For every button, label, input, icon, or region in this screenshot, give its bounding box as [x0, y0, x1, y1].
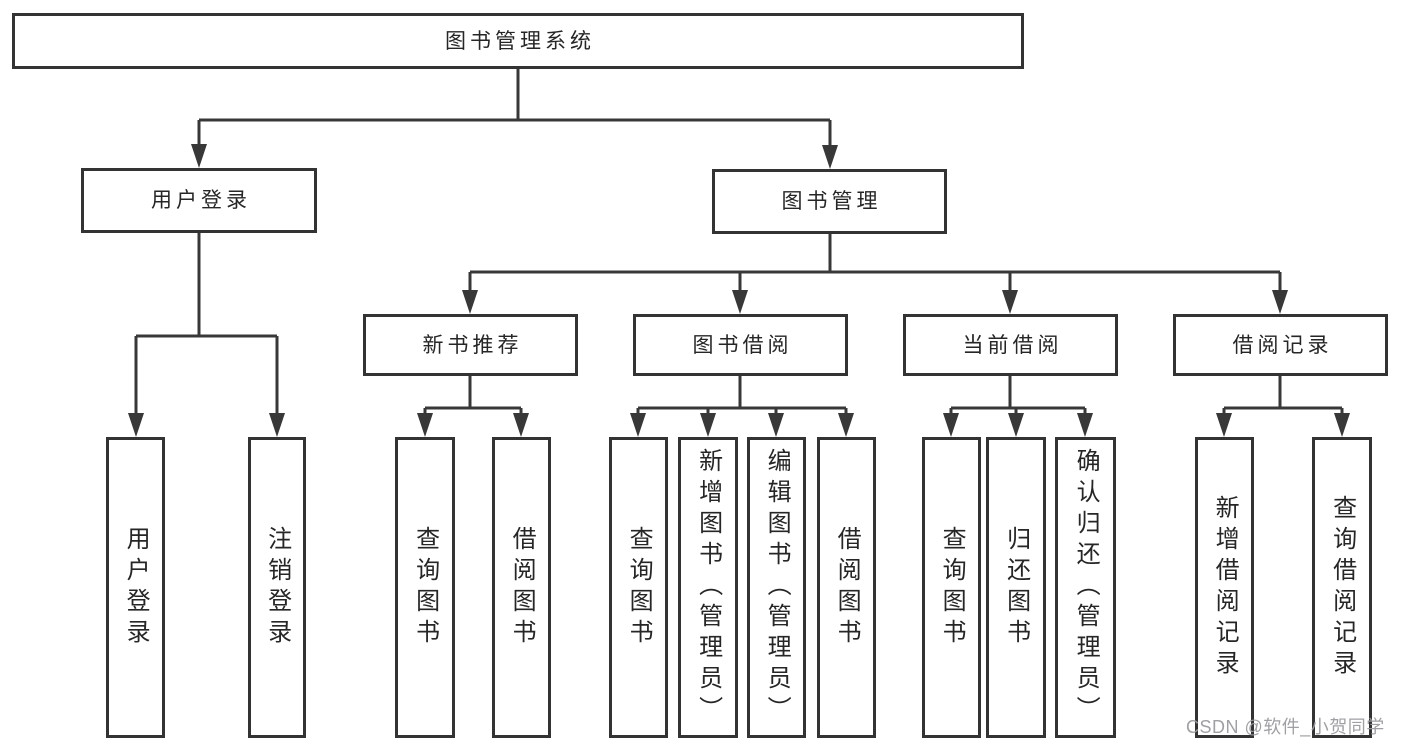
node-label: 用户登录 — [151, 189, 251, 212]
csdn-watermark: CSDN @软件_小贺同学 — [1186, 717, 1385, 737]
arrow-down-icon — [1002, 290, 1018, 314]
arrow-down-icon — [943, 413, 959, 437]
node-user-login: 用户登录 — [81, 168, 317, 233]
leaf-label: 归还图书 — [1002, 525, 1030, 650]
arrow-down-icon — [269, 413, 285, 437]
node-new-book-recommend: 新书推荐 — [363, 314, 578, 376]
arrow-down-icon — [1334, 413, 1350, 437]
leaf-label: 编辑图书（管理员） — [763, 448, 791, 727]
leaf-label: 借阅图书 — [833, 525, 861, 650]
node-label: 图书管理 — [781, 190, 882, 213]
leaf-label: 用户登录 — [122, 525, 150, 650]
leaf-label: 查询借阅记录 — [1328, 494, 1356, 681]
leaf-label: 借阅图书 — [508, 525, 536, 650]
arrow-down-icon — [191, 144, 207, 168]
arrow-down-icon — [768, 413, 784, 437]
node-label: 借阅记录 — [1232, 333, 1333, 357]
node-label: 新书推荐 — [422, 333, 523, 357]
arrow-down-icon — [838, 413, 854, 437]
leaf-add-book-admin: 新增图书（管理员） — [678, 437, 738, 738]
leaf-borrow-book-borrowing: 借阅图书 — [817, 437, 876, 738]
node-book-management: 图书管理 — [712, 169, 947, 234]
root-node-library-system: 图书管理系统 — [12, 13, 1024, 69]
arrow-down-icon — [822, 145, 838, 169]
arrow-down-icon — [1008, 413, 1024, 437]
leaf-logout: 注销登录 — [248, 437, 306, 738]
root-node-label: 图书管理系统 — [445, 29, 595, 53]
leaf-label: 查询图书 — [411, 525, 439, 650]
arrow-down-icon — [513, 413, 529, 437]
node-book-borrowing: 图书借阅 — [633, 314, 848, 376]
leaf-label: 查询图书 — [625, 525, 653, 650]
arrow-down-icon — [128, 413, 144, 437]
leaf-borrow-book-newbook: 借阅图书 — [492, 437, 551, 738]
leaf-add-borrow-record: 新增借阅记录 — [1195, 437, 1254, 738]
leaf-label: 注销登录 — [263, 525, 291, 650]
leaf-edit-book-admin: 编辑图书（管理员） — [747, 437, 806, 738]
leaf-user-login: 用户登录 — [106, 437, 165, 738]
leaf-confirm-return-admin: 确认归还（管理员） — [1055, 437, 1116, 738]
arrow-down-icon — [732, 290, 748, 314]
arrow-down-icon — [1077, 413, 1093, 437]
arrow-down-icon — [700, 413, 716, 437]
leaf-query-book-borrowing: 查询图书 — [609, 437, 668, 738]
leaf-label: 查询图书 — [938, 525, 966, 650]
arrow-down-icon — [1216, 413, 1232, 437]
node-label: 图书借阅 — [692, 333, 793, 357]
arrow-down-icon — [1272, 290, 1288, 314]
arrow-down-icon — [417, 413, 433, 437]
arrow-down-icon — [630, 413, 646, 437]
leaf-query-book-current: 查询图书 — [922, 437, 981, 738]
connector-arrows — [128, 144, 1350, 437]
node-borrowing-records: 借阅记录 — [1173, 314, 1388, 376]
arrow-down-icon — [462, 290, 478, 314]
leaf-query-book-newbook: 查询图书 — [395, 437, 455, 738]
node-label: 当前借阅 — [962, 333, 1063, 357]
node-current-borrowing: 当前借阅 — [903, 314, 1118, 376]
leaf-label: 确认归还（管理员） — [1072, 448, 1100, 727]
leaf-query-borrow-record: 查询借阅记录 — [1312, 437, 1372, 738]
leaf-label: 新增图书（管理员） — [694, 448, 722, 727]
leaf-label: 新增借阅记录 — [1211, 494, 1239, 681]
leaf-return-book: 归还图书 — [986, 437, 1046, 738]
